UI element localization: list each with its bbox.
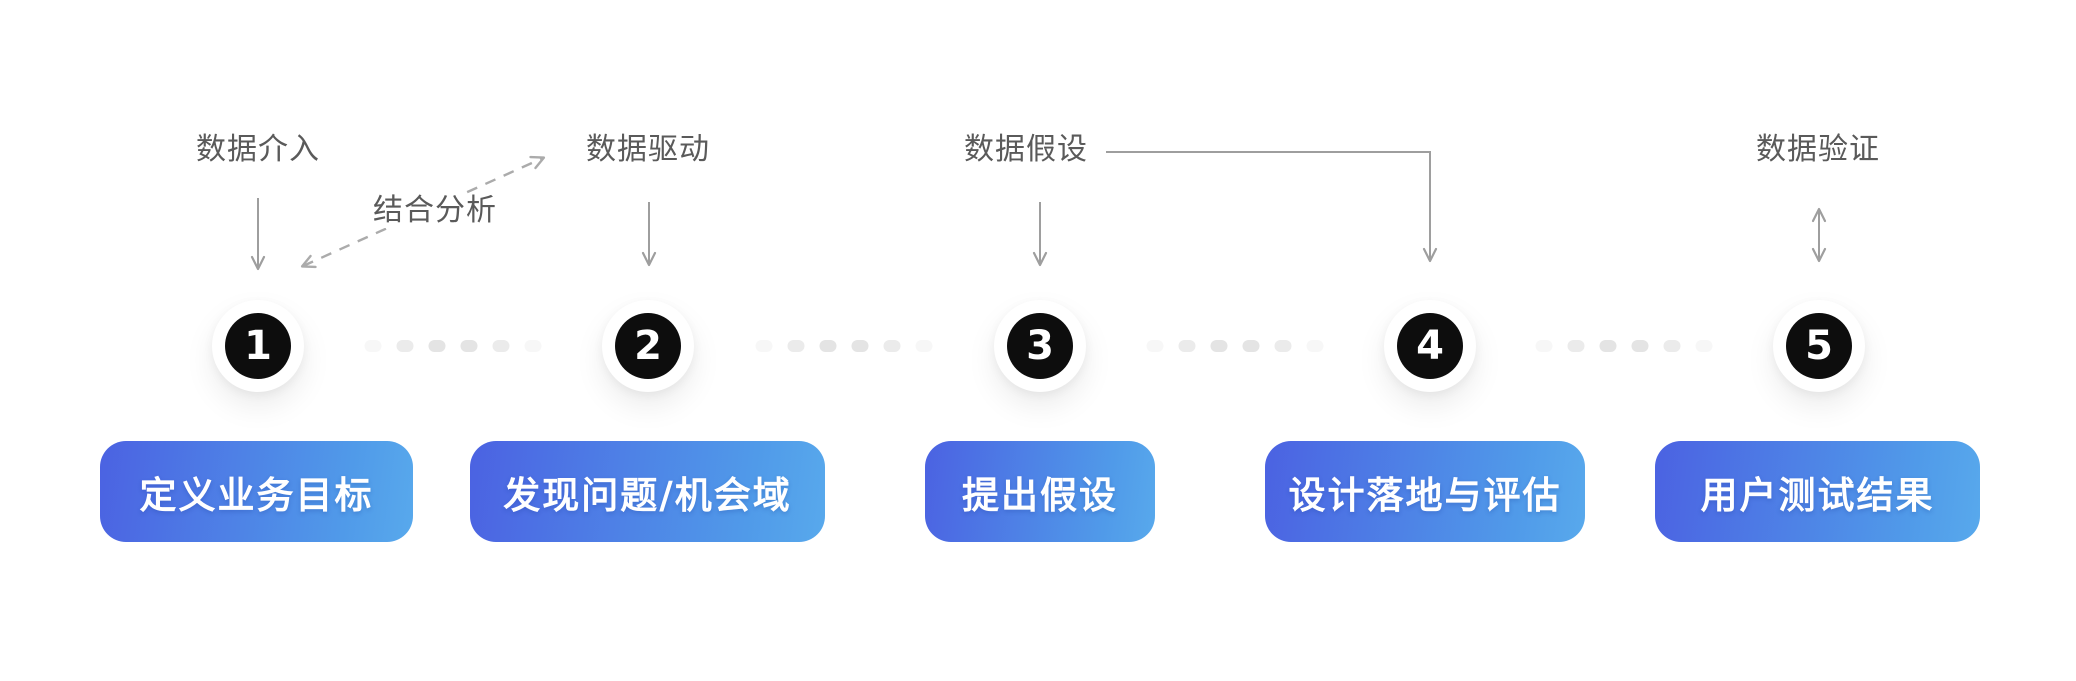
dot — [851, 340, 869, 352]
dot — [1210, 340, 1228, 352]
dotted-connector-1-2 — [364, 340, 542, 352]
dot — [492, 340, 510, 352]
dot — [1274, 340, 1292, 352]
step-node-4: 4 — [1384, 300, 1476, 392]
step-node-3: 3 — [994, 300, 1086, 392]
stage-pill-define-business-goal: 定义业务目标 — [100, 441, 413, 542]
dotted-connector-4-5 — [1535, 340, 1713, 352]
dot — [1599, 340, 1617, 352]
dot — [819, 340, 837, 352]
dot — [460, 340, 478, 352]
stage-pill-propose-hypothesis: 提出假设 — [925, 441, 1155, 542]
dot — [1631, 340, 1649, 352]
step-number-1: 1 — [225, 313, 291, 379]
dotted-connector-3-4 — [1146, 340, 1324, 352]
dot — [1146, 340, 1164, 352]
dot — [524, 340, 542, 352]
stage-pill-user-test-results: 用户测试结果 — [1655, 441, 1980, 542]
stage-pill-design-and-evaluate: 设计落地与评估 — [1265, 441, 1585, 542]
dot — [1535, 340, 1553, 352]
dot — [396, 340, 414, 352]
annotation-step5: 数据验证 — [1756, 132, 1880, 167]
dot — [428, 340, 446, 352]
step-number-4: 4 — [1397, 313, 1463, 379]
dot — [915, 340, 933, 352]
dot — [1663, 340, 1681, 352]
annotation-step1: 数据介入 — [196, 132, 320, 167]
dot — [1178, 340, 1196, 352]
dotted-connector-2-3 — [755, 340, 933, 352]
step-node-2: 2 — [602, 300, 694, 392]
annotation-step2: 数据驱动 — [586, 132, 710, 167]
stage-pill-discover-opportunity: 发现问题/机会域 — [470, 441, 825, 542]
step-number-3: 3 — [1007, 313, 1073, 379]
dot — [1567, 340, 1585, 352]
step-node-1: 1 — [212, 300, 304, 392]
annotation-combined-analysis: 结合分析 — [363, 194, 507, 228]
dot — [1695, 340, 1713, 352]
step-number-2: 2 — [615, 313, 681, 379]
elbow-connector-step4 — [1106, 151, 1438, 263]
dot — [1306, 340, 1324, 352]
dot — [883, 340, 901, 352]
step-node-5: 5 — [1773, 300, 1865, 392]
arrow-dashed-combined-analysis — [300, 155, 546, 269]
annotation-step3: 数据假设 — [964, 132, 1088, 167]
dot — [1242, 340, 1260, 352]
dot — [364, 340, 382, 352]
dot — [787, 340, 805, 352]
dot — [755, 340, 773, 352]
step-number-5: 5 — [1786, 313, 1852, 379]
